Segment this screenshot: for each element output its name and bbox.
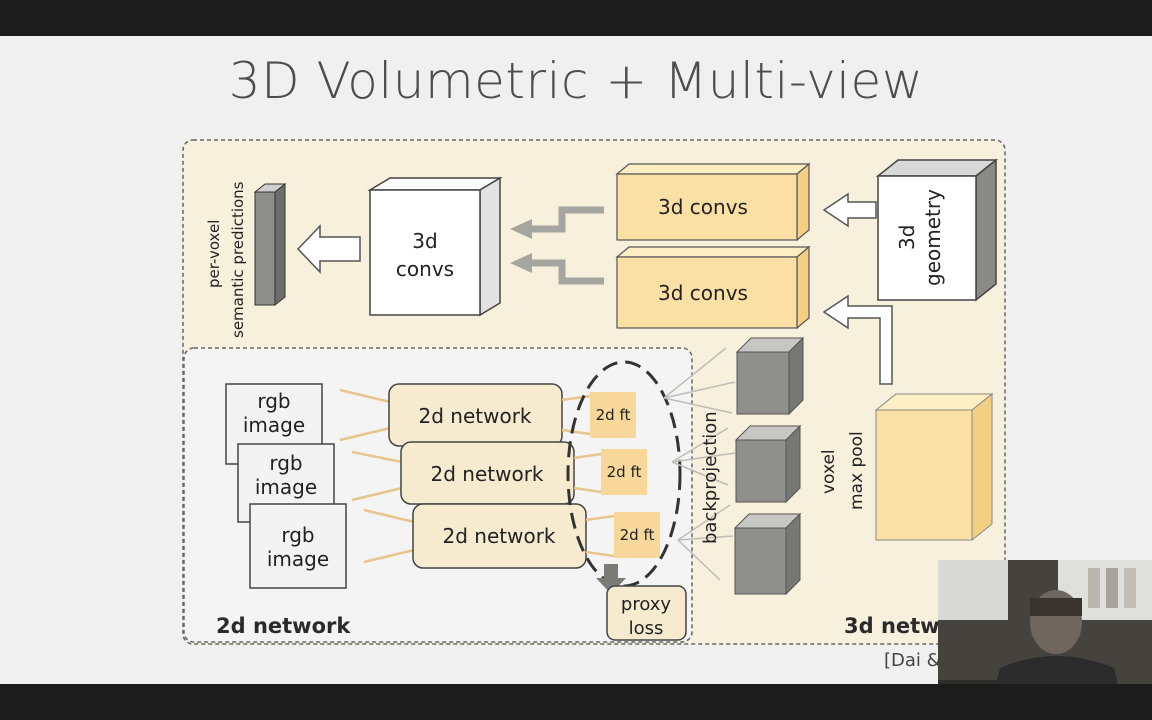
- geometry-label-1: 3d: [895, 225, 919, 250]
- ft-2d-box-2: [601, 449, 647, 495]
- feature-volume-cube-3: [733, 512, 802, 596]
- rgb-image-1-label-b: image: [243, 413, 305, 437]
- bottom-letterbox-bar: [0, 684, 1152, 720]
- ft-2d-box-3: [614, 512, 660, 558]
- merge-arrow-top: [510, 206, 604, 239]
- section-label-2d-network: 2d network: [216, 614, 351, 638]
- convs-3d-top-box: [615, 162, 811, 242]
- feature-volume-cube-1: [735, 336, 805, 416]
- ft-2d-box-3-label: 2d ft: [620, 526, 655, 544]
- merge-arrow-bottom: [510, 253, 604, 285]
- feature-volume-cube-2: [734, 424, 802, 504]
- output-arrow: [296, 224, 361, 274]
- per-voxel-label: per-voxel: [205, 220, 223, 288]
- citation-text: [Dai &: [884, 650, 941, 671]
- proxy-loss-arrow: [596, 564, 626, 594]
- top-letterbox-bar: [0, 0, 1152, 36]
- per-voxel-prediction-bar: [253, 182, 287, 307]
- ft-2d-box-1: [590, 392, 636, 438]
- convs-3d-merge-box: [367, 176, 503, 317]
- convs-3d-bottom-box: [615, 245, 811, 330]
- rgb-image-2-label-a: rgb: [269, 451, 302, 475]
- voxel-label: voxel: [819, 449, 839, 494]
- rgb-image-3: [249, 503, 347, 589]
- ft-2d-box-2-label: 2d ft: [607, 463, 642, 481]
- network-2d-box-1-label: 2d network: [419, 404, 532, 428]
- max-pool-arrow: [822, 294, 893, 385]
- voxel-max-pool-box: [874, 392, 994, 542]
- geometry-label-2: geometry: [921, 189, 945, 286]
- rgb-image-3-label-a: rgb: [281, 523, 314, 547]
- network-2d-box-3: [412, 503, 587, 569]
- slide-title: 3D Volumetric + Multi-view: [228, 52, 924, 110]
- network-2d-box-2-label: 2d network: [431, 462, 544, 486]
- convs-3d-merge-label-2: convs: [396, 257, 454, 281]
- rgb-to-network-lines: [339, 388, 415, 564]
- proxy-loss-label-2: loss: [629, 618, 664, 639]
- semantic-predictions-label: semantic predictions: [229, 181, 247, 338]
- backprojection-lines: [663, 347, 736, 581]
- geometry-3d-box: [875, 158, 999, 302]
- ft-2d-box-1-label: 2d ft: [596, 406, 631, 424]
- rgb-image-1-label-a: rgb: [257, 389, 290, 413]
- backprojection-label: backprojection: [700, 411, 721, 544]
- max-pool-label: max pool: [847, 431, 867, 510]
- network-to-ft-lines: [561, 394, 615, 558]
- rgb-image-2-label-b: image: [255, 475, 317, 499]
- section-label-3d-network: 3d netw: [844, 614, 940, 638]
- proxy-loss-box: [606, 585, 687, 641]
- convs-3d-bottom-label: 3d convs: [658, 281, 748, 305]
- proxy-loss-label-1: proxy: [621, 594, 672, 615]
- convs-3d-merge-label-1: 3d: [412, 229, 437, 253]
- geometry-arrow: [822, 192, 877, 228]
- rgb-image-3-label-b: image: [267, 547, 329, 571]
- network-2d-box-3-label: 2d network: [443, 524, 556, 548]
- convs-3d-top-label: 3d convs: [658, 195, 748, 219]
